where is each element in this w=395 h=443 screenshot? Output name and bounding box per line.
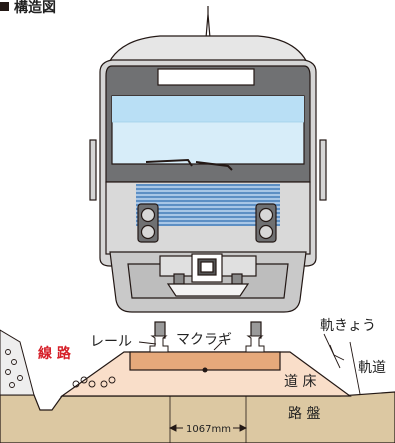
rail-label: レール xyxy=(90,334,132,350)
rail-left xyxy=(149,335,169,353)
wiper-left xyxy=(145,158,193,167)
coupler-icon xyxy=(159,253,257,297)
train-front-illustration xyxy=(89,6,327,339)
left-hill xyxy=(0,329,35,396)
windshield-tint xyxy=(112,96,304,122)
rail-leader xyxy=(138,341,157,345)
side-handle-right xyxy=(319,139,327,201)
wiper-right xyxy=(195,161,233,171)
side-handle-left xyxy=(89,139,97,201)
sleeper-label: マクラギ xyxy=(176,332,232,348)
diagram-header: 構造図 xyxy=(0,0,56,16)
soil-embankment xyxy=(0,391,395,443)
roadbed-label: 路 盤 xyxy=(288,406,320,422)
rail-right xyxy=(245,335,265,353)
gauge-dimension xyxy=(168,421,248,435)
track-label: 軌道 xyxy=(358,360,386,376)
line-route-label: 線 路 xyxy=(38,345,72,362)
rock-pile-icon xyxy=(5,349,116,388)
gauge-label: 1067mm xyxy=(186,424,231,435)
antenna-icon xyxy=(205,13,211,39)
track-cross-section: 線 路 レール マクラギ 軌きょう 軌道 道 床 路 盤 1067mm xyxy=(0,318,395,443)
sleeper-leader xyxy=(213,341,223,351)
destination-sign xyxy=(157,68,255,86)
header-title: 構造図 xyxy=(14,0,56,16)
track-gauge-label: 軌きょう xyxy=(320,318,376,334)
headlight-left xyxy=(137,203,159,243)
headlight-right xyxy=(255,203,277,243)
header-square-icon xyxy=(0,2,9,11)
track-bracket xyxy=(323,333,341,369)
track-leader xyxy=(349,341,361,395)
sleeper-block xyxy=(129,351,281,371)
sleeper-center-mark xyxy=(202,367,208,373)
track-gauge-leader xyxy=(329,344,345,361)
ballast-label: 道 床 xyxy=(284,374,316,390)
